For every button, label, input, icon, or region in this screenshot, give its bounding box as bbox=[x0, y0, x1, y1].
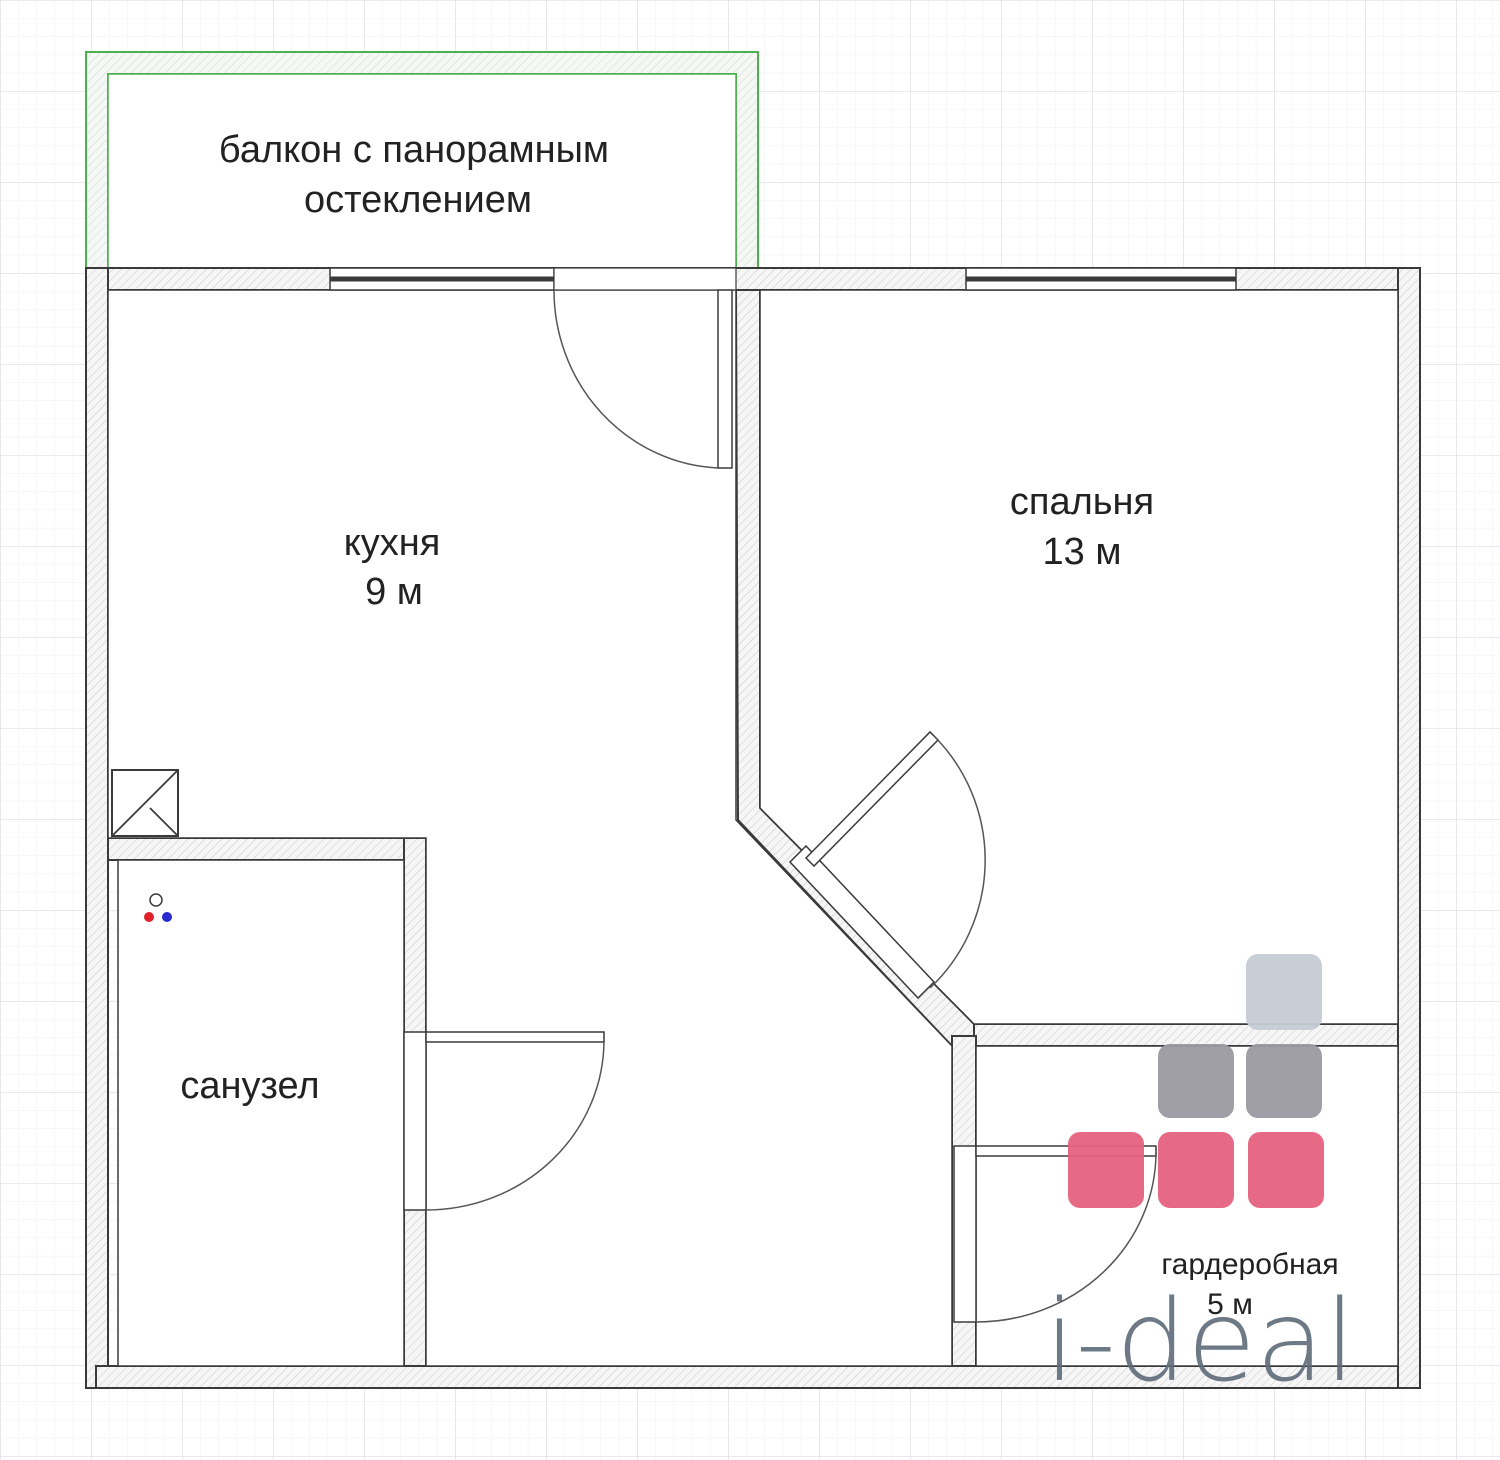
cold-water-point bbox=[162, 912, 172, 922]
balcony-floor bbox=[107, 73, 737, 269]
windows bbox=[329, 267, 1237, 291]
bedroom-label: спальня bbox=[1010, 481, 1154, 523]
bedroom-floor bbox=[759, 289, 1399, 1025]
riser-circle bbox=[149, 893, 163, 907]
wall-bedroom-wardrobe bbox=[973, 1023, 1399, 1047]
logo-tile-pink-2 bbox=[1158, 1132, 1234, 1208]
doors bbox=[403, 267, 1157, 1323]
logo-tile-light bbox=[1246, 954, 1322, 1030]
logo-tile-pink-1 bbox=[1068, 1132, 1144, 1208]
room-floors bbox=[107, 289, 1399, 1367]
wardrobe-label: гардеробная bbox=[1161, 1248, 1338, 1281]
kitchen-area: 9 м bbox=[365, 571, 423, 613]
wall-left bbox=[85, 267, 109, 1389]
ventilation-shaft bbox=[111, 769, 179, 837]
bathroom-label: санузел bbox=[180, 1065, 319, 1107]
balcony-label-line2: остеклением bbox=[304, 179, 532, 221]
window-bedroom bbox=[965, 267, 1237, 291]
ideal-logo: i-deal bbox=[1044, 954, 1356, 1407]
logo-tile-grey-2 bbox=[1246, 1044, 1322, 1118]
balcony bbox=[85, 51, 759, 269]
door-wardrobe bbox=[953, 1145, 1157, 1323]
bedroom-area: 13 м bbox=[1043, 531, 1122, 573]
door-bedroom bbox=[788, 730, 986, 1000]
logo-tile-grey-1 bbox=[1158, 1044, 1234, 1118]
wall-bathroom-top bbox=[107, 837, 427, 861]
logo-tile-pink-3 bbox=[1248, 1132, 1324, 1208]
logo-text: i-deal bbox=[1044, 1277, 1355, 1407]
door-balcony bbox=[553, 267, 737, 469]
balcony-label-line1: балкон с панорамным bbox=[219, 129, 609, 171]
water-riser bbox=[144, 893, 172, 922]
kitchen-floor bbox=[107, 289, 953, 1367]
bathroom-floor bbox=[117, 859, 405, 1367]
room-labels: балкон с панорамным остеклением кухня 9 … bbox=[180, 129, 1338, 1321]
wardrobe-area: 5 м bbox=[1207, 1288, 1253, 1321]
window-kitchen bbox=[329, 267, 555, 291]
wall-right bbox=[1397, 267, 1421, 1389]
kitchen-label: кухня bbox=[344, 522, 441, 564]
door-bathroom bbox=[403, 1031, 605, 1211]
hot-water-point bbox=[144, 912, 154, 922]
